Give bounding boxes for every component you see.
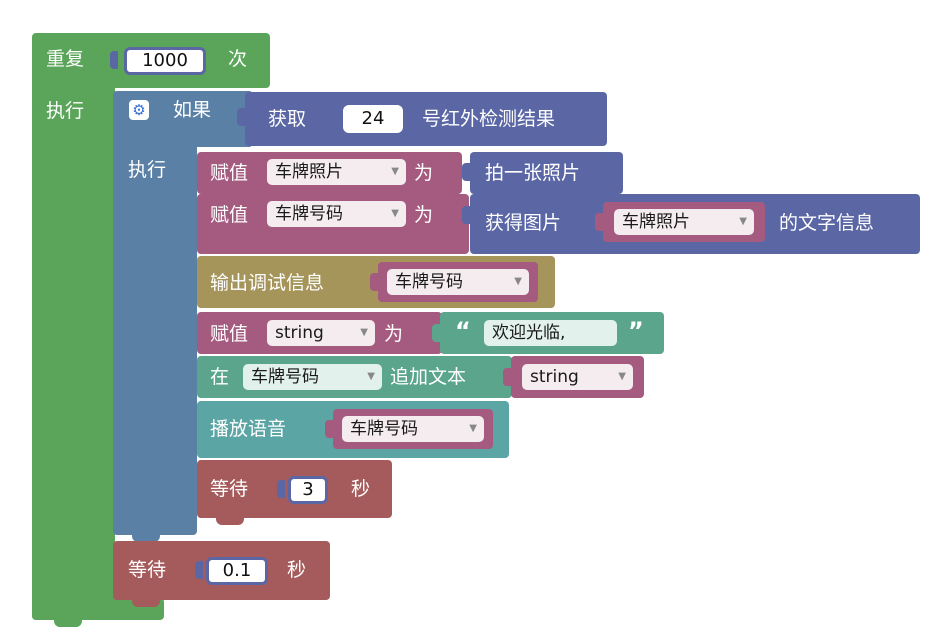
debug-label: 输出调试信息 xyxy=(210,272,325,294)
ir-sensor-plug xyxy=(237,108,245,126)
set-string-var-dropdown[interactable]: string▼ xyxy=(267,320,375,346)
debug-var-plug xyxy=(370,273,378,291)
play-speech-label: 播放语音 xyxy=(210,418,287,440)
set-string-label: 赋值 xyxy=(210,323,249,345)
wait-01-label: 等待 xyxy=(128,559,167,581)
set-plate-label: 赋值 xyxy=(210,204,249,226)
if-do-label: 执行 xyxy=(128,159,167,181)
speech-var-plug xyxy=(325,420,333,438)
if-block-body[interactable] xyxy=(113,140,197,535)
wait-3-unit: 秒 xyxy=(351,478,371,500)
set-photo-as: 为 xyxy=(414,162,434,184)
repeat-count-plug xyxy=(110,51,118,69)
close-quote: ” xyxy=(628,317,644,345)
text-literal-input[interactable]: 欢迎光临, xyxy=(484,320,617,346)
ir-get-label: 获取 xyxy=(268,108,307,130)
if-label: 如果 xyxy=(173,99,212,121)
wait-3-input[interactable]: 3 xyxy=(288,476,328,504)
wait-3-plug xyxy=(277,480,285,498)
debug-var-dropdown[interactable]: 车牌号码▼ xyxy=(387,269,529,295)
speech-var-dropdown[interactable]: 车牌号码▼ xyxy=(342,416,484,442)
repeat-count-input[interactable]: 1000 xyxy=(124,47,206,75)
wait-01-plug xyxy=(195,561,203,579)
wait-3-label: 等待 xyxy=(210,478,249,500)
set-photo-label: 赋值 xyxy=(210,162,249,184)
repeat-do-label: 执行 xyxy=(46,100,85,122)
chevron-down-icon: ▼ xyxy=(514,276,522,287)
wait-01-notch xyxy=(132,599,160,607)
repeat-notch xyxy=(54,619,82,627)
ir-port-input[interactable]: 24 xyxy=(343,105,403,133)
wait-01-input[interactable]: 0.1 xyxy=(206,557,268,585)
repeat-suffix: 次 xyxy=(228,48,248,70)
chevron-down-icon: ▼ xyxy=(367,371,375,382)
take-photo-label: 拍一张照片 xyxy=(485,162,581,184)
append-in-label: 在 xyxy=(210,366,230,388)
image-var-dropdown[interactable]: 车牌照片▼ xyxy=(614,209,754,235)
wait-01-unit: 秒 xyxy=(287,559,307,581)
repeat-block-bottom[interactable] xyxy=(32,598,164,620)
chevron-down-icon: ▼ xyxy=(391,208,399,219)
set-photo-var-dropdown[interactable]: 车牌照片▼ xyxy=(267,159,406,185)
text-info-label: 的文字信息 xyxy=(779,212,875,234)
repeat-block-body[interactable] xyxy=(32,80,115,620)
chevron-down-icon: ▼ xyxy=(739,216,747,227)
image-var-plug xyxy=(595,213,603,231)
set-string-as: 为 xyxy=(384,323,404,345)
append-arg-plug xyxy=(503,368,511,386)
chevron-down-icon: ▼ xyxy=(618,371,626,382)
ir-sensor-block[interactable] xyxy=(245,92,607,146)
open-quote: “ xyxy=(455,317,471,345)
repeat-label: 重复 xyxy=(46,48,85,70)
get-image-text-plug xyxy=(462,206,470,224)
wait-3-notch xyxy=(216,517,244,525)
gear-icon[interactable]: ⚙ xyxy=(129,100,149,120)
append-label: 追加文本 xyxy=(390,366,467,388)
chevron-down-icon: ▼ xyxy=(360,327,368,338)
text-literal-plug xyxy=(432,324,440,342)
ir-result-label: 号红外检测结果 xyxy=(422,108,556,130)
if-notch xyxy=(132,534,160,542)
set-plate-as: 为 xyxy=(414,204,434,226)
set-plate-var-dropdown[interactable]: 车牌号码▼ xyxy=(267,201,406,227)
chevron-down-icon: ▼ xyxy=(391,166,399,177)
get-image-label: 获得图片 xyxy=(485,212,562,234)
take-photo-plug xyxy=(462,163,470,181)
take-photo-block[interactable] xyxy=(470,152,623,194)
append-arg-dropdown[interactable]: string▼ xyxy=(522,364,633,390)
chevron-down-icon: ▼ xyxy=(469,423,477,434)
append-var-dropdown[interactable]: 车牌号码▼ xyxy=(243,364,382,390)
